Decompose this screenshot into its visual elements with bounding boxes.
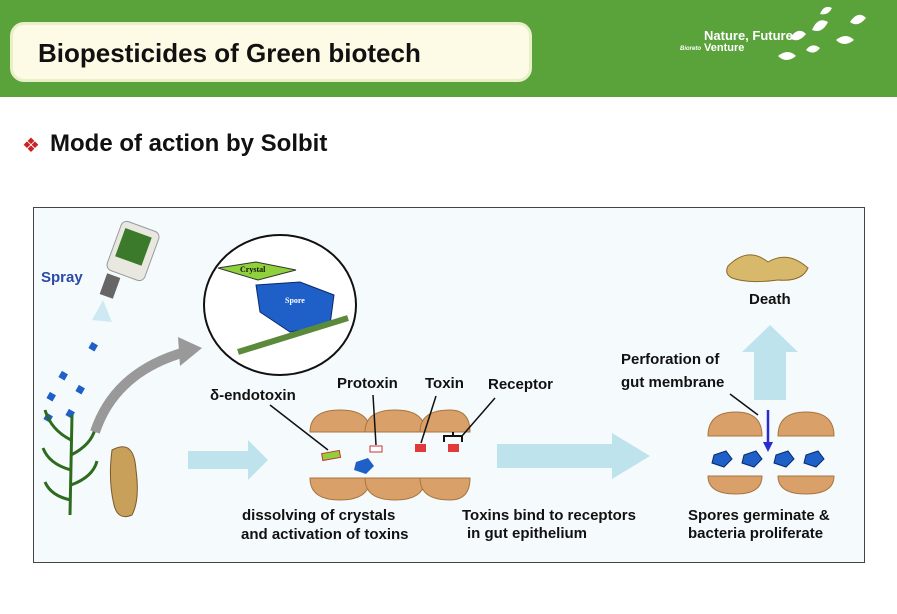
brand-line2: Venture: [704, 42, 745, 54]
step3-label-1: Spores germinate &: [688, 507, 830, 524]
section-subtitle: Mode of action by Solbit: [50, 130, 328, 157]
brand-line1: Nature, Future: [704, 28, 793, 43]
toxin-shape: [415, 444, 426, 452]
protoxin-shape: [369, 445, 383, 453]
flow-arrow-1: [188, 440, 268, 480]
dead-larva-icon: [726, 254, 809, 283]
death-label: Death: [749, 291, 791, 308]
crystal-shape: [217, 261, 297, 281]
spore-label: Spore: [285, 296, 305, 305]
step3-label-2: bacteria proliferate: [688, 525, 824, 542]
protoxin-label: Protoxin: [337, 375, 398, 392]
gut-membrane-bottom: [309, 477, 471, 501]
receptor-label: Receptor: [488, 376, 554, 393]
crystal-label: Crystal: [240, 265, 266, 274]
perforation-label-2: gut membrane: [621, 374, 725, 391]
bullet-icon: ❖: [22, 135, 40, 157]
receptor-bound-toxin: [448, 444, 459, 452]
spray-bottle-icon: [92, 220, 160, 322]
receptor-shape: [443, 432, 463, 442]
page-title: Biopesticides of Green biotech: [38, 38, 421, 68]
curved-arrow: [90, 347, 187, 434]
middle-spore: [354, 458, 374, 474]
perforation-arrow-head: [763, 442, 773, 452]
brand-small: Bioreto: [680, 46, 701, 52]
step1-label-1: dissolving of crystals: [242, 507, 396, 524]
flow-arrow-2: [497, 433, 650, 479]
rod-shape: [237, 315, 349, 355]
flow-arrow-up: [742, 325, 798, 400]
plant-icon: [41, 409, 99, 516]
step2-label-2: in gut epithelium: [467, 525, 587, 542]
right-membrane: [707, 411, 835, 495]
header-curve: [0, 80, 560, 97]
toxin-label: Toxin: [425, 375, 464, 392]
gut-membrane-top: [309, 409, 471, 433]
endotoxin-label: δ-endotoxin: [210, 387, 296, 404]
step2-label-1: Toxins bind to receptors: [462, 507, 636, 524]
title-box: [10, 22, 532, 82]
spray-label: Spray: [41, 269, 83, 286]
endotoxin-crystal: [321, 449, 342, 462]
germinating-spores: [711, 450, 825, 468]
step1-label-2: and activation of toxins: [241, 526, 409, 543]
spray-droplets: [43, 341, 98, 423]
perforation-label-1: Perforation of: [621, 351, 720, 368]
pointer-lines: [269, 393, 759, 451]
diagram-panel: [33, 207, 865, 563]
curved-arrow-head: [178, 337, 202, 366]
larva-icon: [109, 446, 138, 518]
